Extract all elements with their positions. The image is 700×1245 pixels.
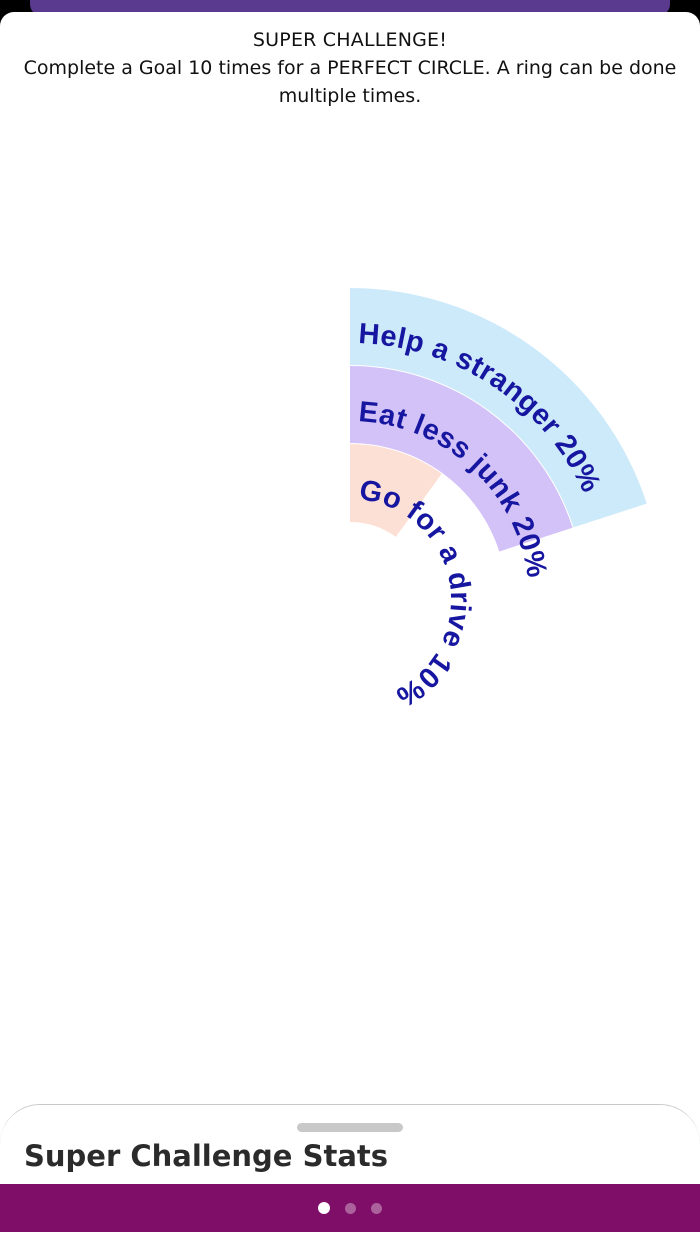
pager-bar bbox=[0, 1184, 700, 1232]
challenge-sheet: SUPER CHALLENGE! Complete a Goal 10 time… bbox=[0, 12, 700, 1244]
challenge-title: SUPER CHALLENGE! bbox=[252, 29, 448, 51]
page-dot-1[interactable] bbox=[318, 1202, 330, 1214]
ring-eat-less-junk[interactable] bbox=[350, 366, 573, 552]
drag-handle[interactable] bbox=[297, 1123, 403, 1132]
page-dot-2[interactable] bbox=[345, 1202, 356, 1214]
challenge-header: SUPER CHALLENGE! Complete a Goal 10 time… bbox=[0, 26, 700, 110]
stats-title: Super Challenge Stats bbox=[24, 1139, 389, 1173]
challenge-description: Complete a Goal 10 times for a PERFECT C… bbox=[23, 57, 677, 107]
ring-help-a-stranger[interactable] bbox=[350, 288, 647, 528]
page-dot-3[interactable] bbox=[371, 1202, 382, 1214]
page-indicator bbox=[0, 1184, 700, 1232]
ring-go-for-a-drive[interactable] bbox=[350, 444, 442, 537]
